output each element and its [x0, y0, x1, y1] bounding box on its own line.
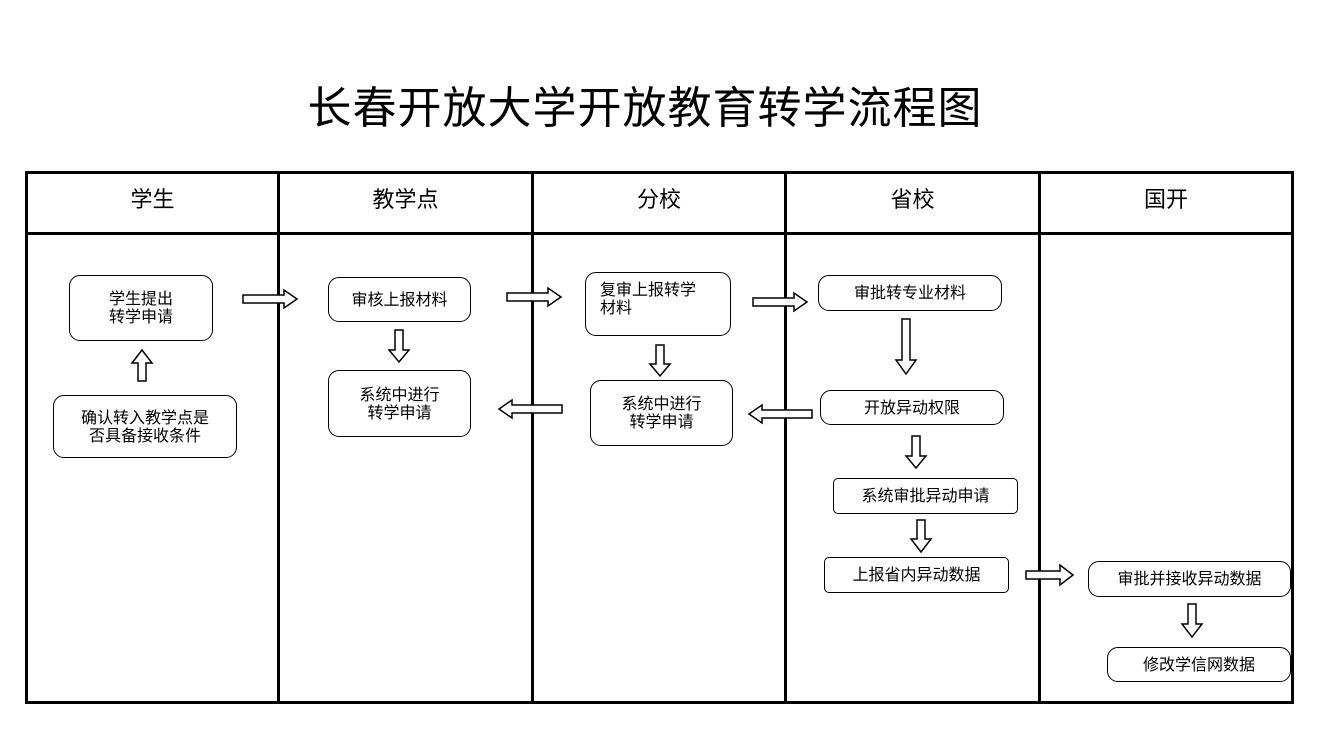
lane-header-national: 国开: [1143, 188, 1188, 213]
arrow-down-icon: [909, 519, 933, 554]
node-point-review: 审核上报材料: [328, 277, 471, 322]
node-nat-modify: 修改学信网数据: [1107, 647, 1291, 682]
node-student-confirm: 确认转入教学点是 否具备接收条件: [53, 395, 237, 458]
arrow-right-icon: [506, 286, 563, 308]
header-divider: [25, 232, 1294, 235]
lane-header-student: 学生: [130, 188, 175, 213]
node-prov-report: 上报省内异动数据: [824, 557, 1009, 593]
arrow-up-icon: [130, 348, 154, 382]
lane-header-provincial: 省校: [890, 188, 935, 213]
arrow-right-icon: [752, 291, 809, 313]
arrow-left-icon: [747, 403, 813, 425]
arrow-down-icon: [894, 318, 918, 376]
node-branch-review: 复审上报转学 材料: [585, 272, 731, 336]
node-prov-system: 系统审批异动申请: [833, 478, 1018, 514]
arrow-down-icon: [648, 344, 672, 378]
swimlane-frame: [25, 171, 1294, 704]
arrow-right-icon: [242, 288, 299, 310]
node-nat-approve: 审批并接收异动数据: [1088, 561, 1291, 597]
arrow-down-icon: [1180, 603, 1204, 639]
lane-header-branch: 分校: [636, 188, 681, 213]
lane-header-teaching-point: 教学点: [372, 188, 439, 213]
arrow-down-icon: [387, 329, 411, 364]
lane-divider: [531, 171, 534, 704]
node-prov-open: 开放异动权限: [820, 390, 1004, 425]
arrow-down-icon: [904, 435, 928, 470]
arrow-right-icon: [1025, 563, 1075, 587]
node-student-apply: 学生提出 转学申请: [69, 275, 213, 341]
node-branch-system: 系统中进行 转学申请: [590, 380, 733, 446]
page-title: 长春开放大学开放教育转学流程图: [307, 83, 983, 134]
lane-divider: [784, 171, 787, 704]
arrow-left-icon: [497, 398, 563, 420]
lane-divider: [1038, 171, 1041, 704]
lane-divider: [277, 171, 280, 704]
node-point-system: 系统中进行 转学申请: [328, 370, 471, 437]
node-prov-approve: 审批转专业材料: [818, 275, 1002, 311]
